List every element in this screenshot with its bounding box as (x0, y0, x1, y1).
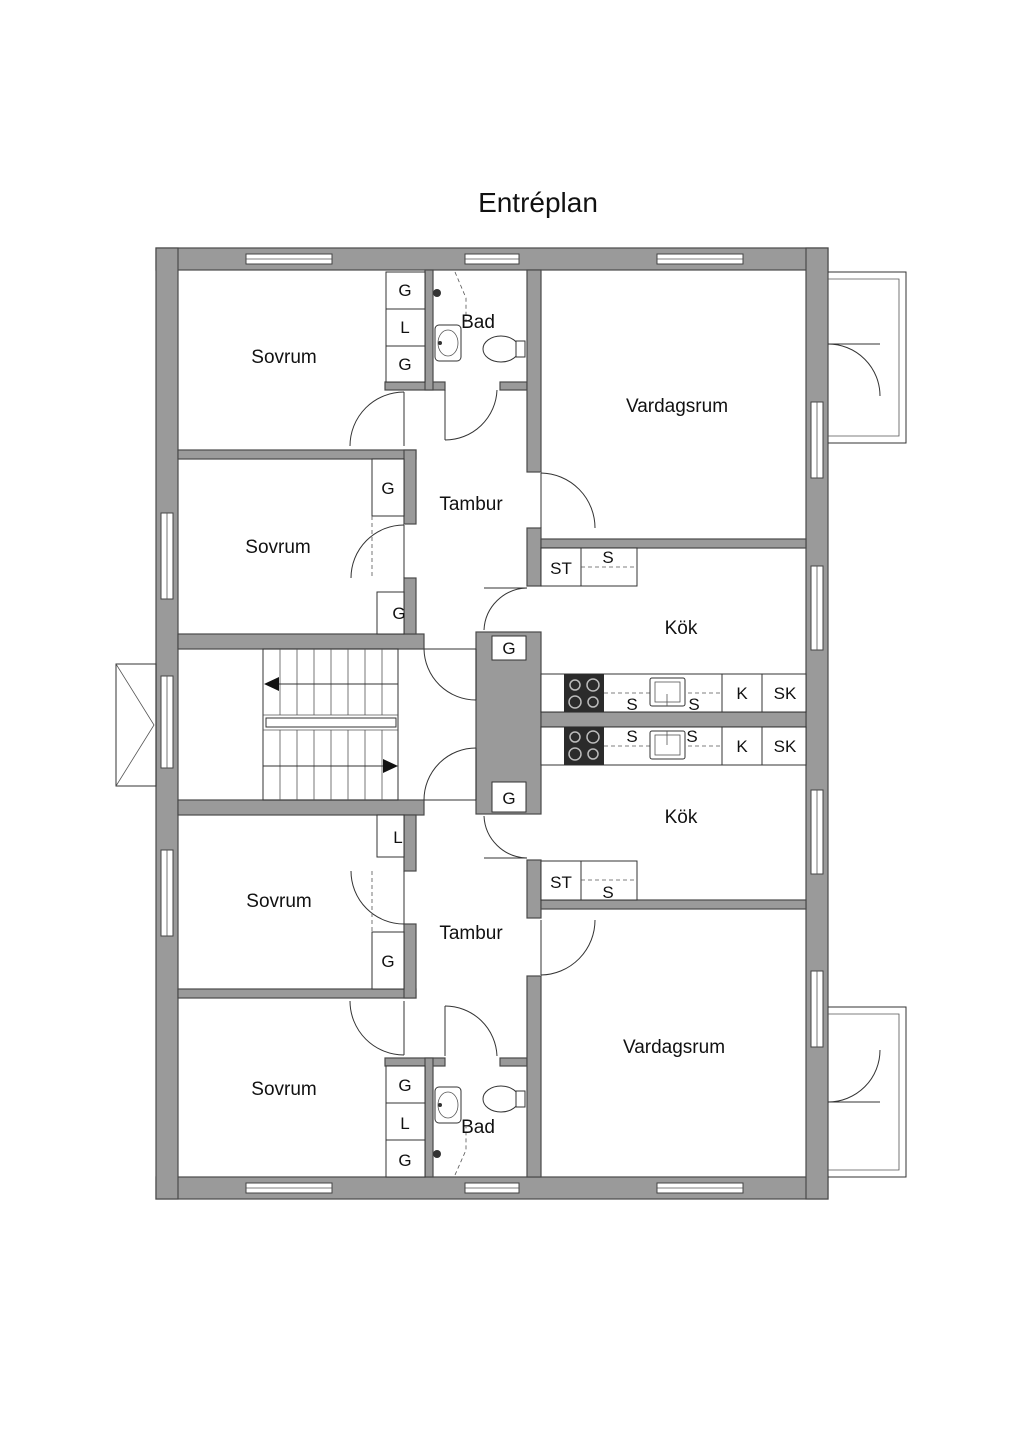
arrow-right-icon (383, 759, 398, 773)
label-skap: S (626, 695, 637, 714)
label-skap: S (602, 883, 613, 902)
label-garderob: G (381, 479, 394, 498)
label-stadskap: ST (550, 873, 572, 892)
balconies (115, 271, 907, 1178)
label-garderob: G (381, 952, 394, 971)
stove-burner-icon (587, 748, 599, 760)
label-garderob: G (392, 604, 405, 623)
sink-icon (649, 730, 686, 760)
stove-burner-icon (586, 678, 600, 692)
sink-icon (649, 677, 686, 707)
stove-burner-icon (569, 731, 581, 743)
label-skap: S (626, 727, 637, 746)
room-sovrum-3: Sovrum (246, 891, 311, 912)
stove-burner-icon (587, 696, 599, 708)
room-vardagsrum-top: Vardagsrum (626, 396, 728, 417)
room-tambur-top: Tambur (439, 494, 503, 515)
room-bad-top: Bad (461, 312, 495, 333)
label-skap: S (686, 727, 697, 746)
label-garderob: G (502, 639, 515, 658)
room-bad-bottom: Bad (461, 1117, 495, 1138)
windows (160, 253, 824, 1194)
room-sovrum-4: Sovrum (251, 1079, 316, 1100)
room-tambur-bottom: Tambur (439, 923, 503, 944)
toilet-icon (482, 335, 520, 363)
plan-title: Entréplan (478, 187, 598, 218)
shower-icon (433, 1150, 441, 1158)
label-garderob: G (502, 789, 515, 808)
label-frys: SK (774, 684, 797, 703)
label-linneskap: L (400, 1114, 409, 1133)
label-kyl: K (736, 684, 748, 703)
room-kok-bottom: Kök (665, 807, 698, 828)
shower-icon (433, 289, 441, 297)
fixture-labels: G L G G G G G L G G L G ST S S S K SK S … (381, 281, 797, 1170)
stove-burner-icon (586, 730, 600, 744)
label-garderob: G (398, 1151, 411, 1170)
label-stadskap: ST (550, 559, 572, 578)
stove-burner-icon (568, 695, 582, 709)
label-garderob: G (398, 1076, 411, 1095)
label-linneskap: L (393, 828, 402, 847)
label-linneskap: L (400, 318, 409, 337)
stove-burner-icon (569, 679, 581, 691)
room-sovrum-2: Sovrum (245, 537, 310, 558)
label-garderob: G (398, 355, 411, 374)
label-skap: S (688, 695, 699, 714)
label-garderob: G (398, 281, 411, 300)
room-vardagsrum-bottom: Vardagsrum (623, 1037, 725, 1058)
room-labels: Sovrum Bad Vardagsrum Tambur Sovrum Kök … (245, 312, 728, 1138)
room-sovrum-1: Sovrum (251, 347, 316, 368)
cabinets (371, 271, 807, 1178)
sink-icon (438, 341, 442, 345)
room-kok-top: Kök (665, 618, 698, 639)
toilet-icon (482, 1085, 520, 1113)
label-skap: S (602, 548, 613, 567)
arrow-left-icon (264, 677, 279, 691)
stove-burner-icon (568, 747, 582, 761)
doors (349, 343, 881, 1103)
sink-icon (438, 1103, 442, 1107)
bathroom-fixtures (433, 271, 526, 1176)
label-frys: SK (774, 737, 797, 756)
label-kyl: K (736, 737, 748, 756)
staircase (262, 648, 399, 801)
